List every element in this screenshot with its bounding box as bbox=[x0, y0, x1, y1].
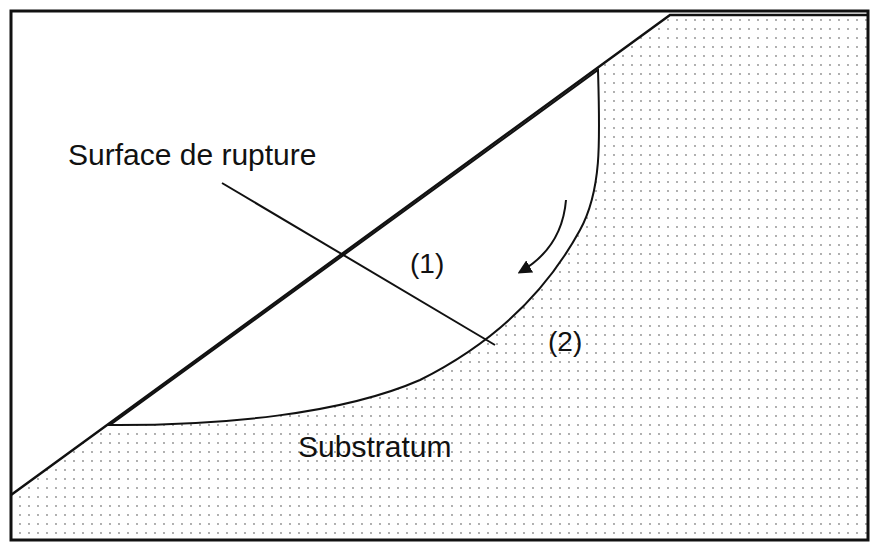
callout-number: (2) bbox=[548, 326, 582, 358]
slope-surface bbox=[11, 15, 868, 495]
sliding-mass bbox=[110, 70, 599, 425]
callout-label: Surface de rupture bbox=[68, 138, 316, 173]
movement-arrow bbox=[520, 200, 566, 272]
region-label: Substratum bbox=[298, 430, 451, 465]
leader-line bbox=[222, 183, 495, 345]
frame bbox=[11, 11, 868, 540]
callout-number: (1) bbox=[410, 248, 444, 280]
substratum-ground bbox=[11, 15, 868, 540]
